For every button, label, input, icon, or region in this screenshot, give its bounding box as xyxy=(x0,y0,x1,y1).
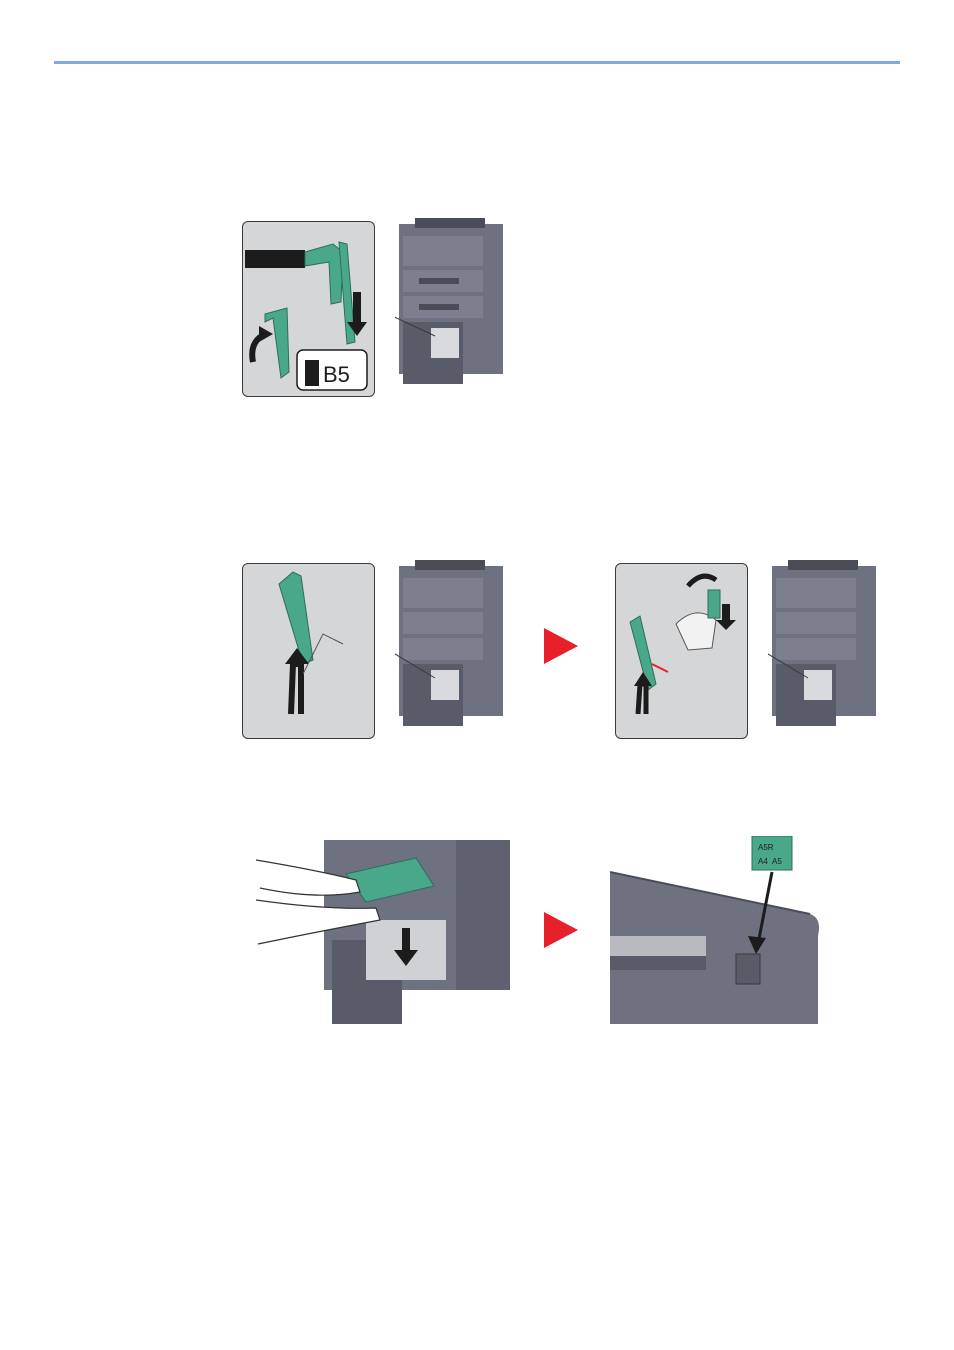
label-card-line-2: A5 xyxy=(772,857,782,866)
size-label-b5: B5 xyxy=(323,362,350,387)
guide-detail-inset-2 xyxy=(242,563,375,739)
printer-illustration-3 xyxy=(768,560,886,730)
label-card-line-1: A4 xyxy=(758,857,768,866)
label-insert-illustration: A4 A5 A5R xyxy=(610,836,820,1024)
next-step-arrow-2 xyxy=(544,912,578,948)
guide-detail-inset-1: B5 xyxy=(242,221,375,397)
load-paper-illustration xyxy=(256,840,514,1024)
next-step-arrow-1 xyxy=(544,628,578,664)
label-card-line-3: A5R xyxy=(758,843,774,852)
printer-illustration-2 xyxy=(395,560,513,730)
header-rule xyxy=(54,61,900,64)
guide-detail-inset-3 xyxy=(615,563,748,739)
printer-illustration-1 xyxy=(395,218,513,388)
